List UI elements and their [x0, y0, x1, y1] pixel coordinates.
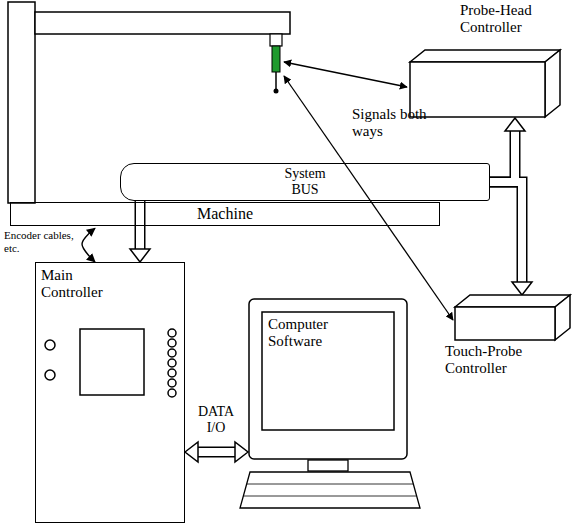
- controller-button: [168, 329, 176, 337]
- node-label: Main Controller: [41, 267, 121, 302]
- probe-stylus: [275, 72, 277, 89]
- box-top-face: [410, 50, 560, 62]
- monitor-screen: [262, 312, 394, 430]
- computer-monitor: Computer Software: [248, 298, 408, 460]
- hollow-arrowhead: [512, 282, 532, 295]
- controller-button: [168, 349, 176, 357]
- bus-connector-core: [136, 201, 144, 249]
- keyboard: [240, 472, 420, 508]
- probe-head: [270, 34, 282, 46]
- keyboard-row: [244, 496, 416, 497]
- box-side-face: [555, 295, 570, 340]
- monitor-case: [249, 299, 407, 459]
- bus-connector: [490, 131, 515, 182]
- box-front-face: [455, 307, 555, 340]
- monitor-stand: [308, 460, 348, 471]
- bus-connector-core: [490, 131, 515, 182]
- signal-arrow: [284, 62, 407, 87]
- probe-tip: [274, 89, 279, 94]
- box-front-face: [410, 62, 545, 117]
- main-controller: Main Controller: [35, 262, 185, 523]
- bus-connector: [490, 182, 522, 282]
- node-label: System BUS: [275, 166, 335, 198]
- connector-label: Encoder cables, etc.: [4, 229, 78, 254]
- box-top-face: [455, 295, 570, 307]
- node-label: Machine: [197, 205, 253, 223]
- bus-connector: [198, 447, 235, 458]
- node-label: Computer Software: [268, 316, 358, 351]
- controller-knob: [45, 370, 55, 380]
- controller-button: [168, 369, 176, 377]
- bus-connector: [135, 201, 146, 249]
- machine-base: Machine: [10, 202, 440, 226]
- cable-arrow: [82, 228, 95, 262]
- controller-button: [168, 339, 176, 347]
- controller-button: [168, 359, 176, 367]
- hollow-arrowhead: [130, 249, 150, 262]
- system-bus: System BUS: [120, 163, 490, 201]
- controller-button: [168, 379, 176, 387]
- touch-probe: [272, 46, 280, 72]
- main-controller-outline: [36, 263, 183, 521]
- hollow-arrowhead: [505, 118, 525, 131]
- node-label: Touch-Probe Controller: [445, 343, 545, 378]
- box-side-face: [545, 50, 560, 117]
- controller-screen: [80, 329, 144, 395]
- hollow-arrowhead: [235, 442, 248, 462]
- connector-label: DATA I/O: [192, 404, 240, 436]
- keyboard-row: [247, 484, 413, 485]
- machine-arm: [35, 12, 290, 34]
- controller-button: [168, 389, 176, 397]
- signal-label: Signals both ways: [352, 106, 432, 141]
- controller-box: Probe-Head Controller: [405, 0, 565, 118]
- bus-connector-core: [490, 182, 522, 282]
- hollow-arrowhead: [185, 442, 198, 462]
- bus-connector-core: [198, 448, 235, 456]
- node-label: Probe-Head Controller: [460, 2, 550, 37]
- controller-knob: [45, 340, 55, 350]
- controller-box: Touch-Probe Controller: [440, 285, 575, 390]
- machine-column: [8, 2, 35, 203]
